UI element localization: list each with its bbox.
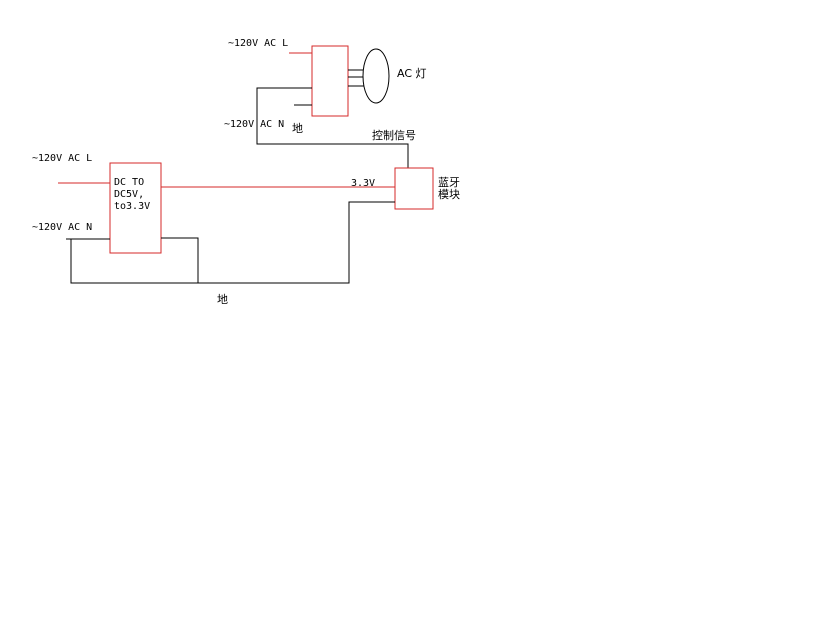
relay-ac-l-label: ~120V AC L — [228, 38, 288, 49]
ground-label: 地 — [217, 293, 228, 306]
psu-box-line-1: DC TO — [114, 177, 144, 188]
ground-wire-psu — [161, 237, 199, 283]
psu-box-line-3: to3.3V — [114, 201, 150, 212]
psu-ac-l-label: ~120V AC L — [32, 153, 92, 164]
psu-ac-n-label: ~120V AC N — [32, 222, 92, 233]
control-signal-label: 控制信号 — [372, 128, 416, 142]
ac-lamp — [362, 48, 390, 104]
relay-box — [311, 45, 349, 117]
voltage-label: 3.3V — [351, 178, 375, 189]
bluetooth-label-line-1: 蓝牙 — [438, 176, 460, 189]
psu-box — [109, 162, 162, 254]
relay-ac-n-label: ~120V AC N — [224, 119, 284, 130]
ac-lamp-label: AC 灯 — [397, 67, 427, 80]
control-signal-wire — [256, 87, 409, 168]
psu-box-line-2: DC5V, — [114, 189, 144, 200]
bluetooth-module — [394, 167, 434, 210]
relay-ground-label: 地 — [292, 122, 303, 135]
bluetooth-label-line-2: 模块 — [438, 188, 460, 201]
ground-wire-main — [70, 201, 395, 284]
